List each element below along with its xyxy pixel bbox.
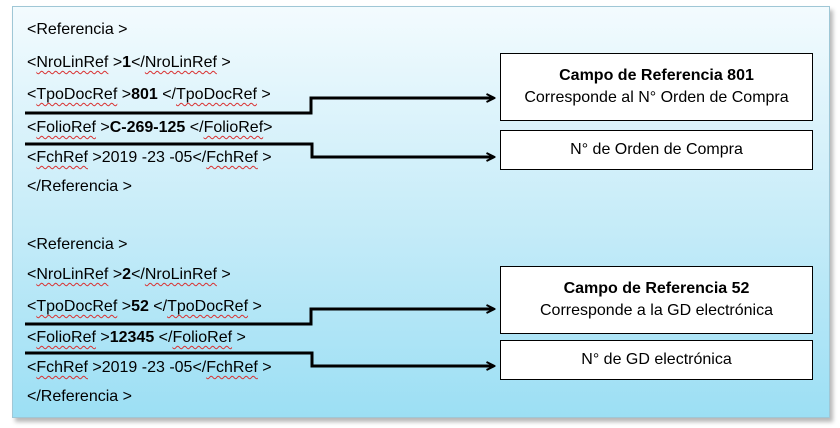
campo-referencia-52-box: Campo de Referencia 52 Corresponde a la … xyxy=(500,266,813,334)
folioref-line-2: <FolioRef >12345 </FolioRef > xyxy=(27,329,246,346)
box-text: N° de Orden de Compra xyxy=(570,141,743,158)
box-text: Corresponde al N° Orden de Compra xyxy=(524,89,789,106)
tpodocref-line-1: <TpoDocRef >801 </TpoDocRef > xyxy=(27,86,271,103)
box-text: Corresponde a la GD electrónica xyxy=(539,302,773,319)
tpodocref-line-2: <TpoDocRef >52 </TpoDocRef > xyxy=(27,298,262,315)
box-title: Campo de Referencia 801 xyxy=(559,67,754,84)
box-text: N° de GD electrónica xyxy=(581,351,732,368)
referencia-close-1: </Referencia > xyxy=(27,178,132,195)
referencia-open-1: <Referencia > xyxy=(27,21,128,38)
fchref-line-1: <FchRef >2019 -23 -05</FchRef > xyxy=(27,149,272,166)
nrolinref-line-2: <NroLinRef >2</NroLinRef > xyxy=(27,266,231,283)
nrolinref-line-1: <NroLinRef >1</NroLinRef > xyxy=(27,54,231,71)
box-title: Campo de Referencia 52 xyxy=(563,280,750,297)
orden-compra-box: N° de Orden de Compra xyxy=(500,130,813,170)
fchref-line-2: <FchRef >2019 -23 -05</FchRef > xyxy=(27,359,272,376)
campo-referencia-801-box: Campo de Referencia 801 Corresponde al N… xyxy=(500,53,813,121)
referencia-open-2: <Referencia > xyxy=(27,236,128,253)
folioref-line-1: <FolioRef >C-269-125 </FolioRef> xyxy=(27,119,273,136)
gd-electronica-box: N° de GD electrónica xyxy=(500,340,813,380)
referencia-close-2: </Referencia > xyxy=(27,388,132,405)
